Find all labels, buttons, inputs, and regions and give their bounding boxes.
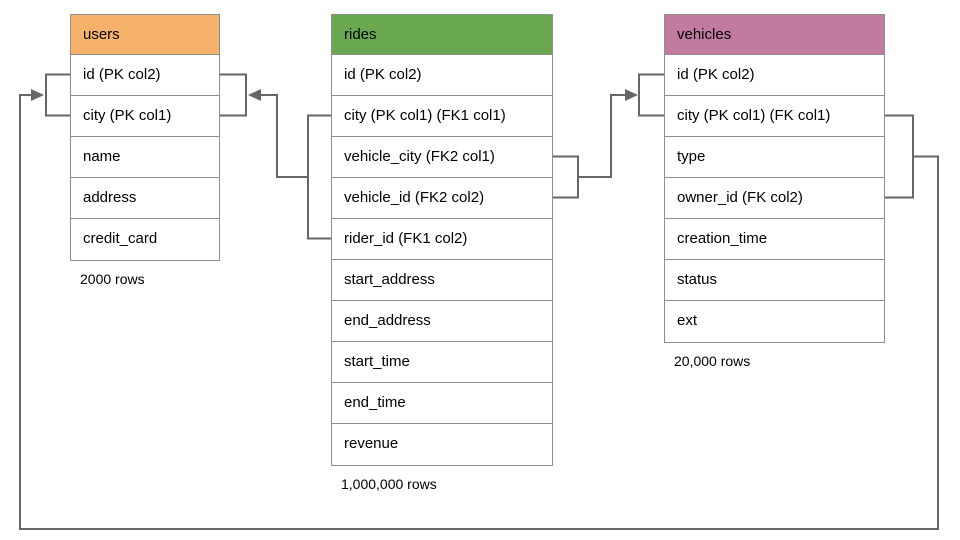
column-row: ext xyxy=(665,301,884,342)
vehicles-pk-bracket-left xyxy=(638,73,664,117)
column-row: id (PK col2) xyxy=(71,55,219,96)
column-row: creation_time xyxy=(665,219,884,260)
users-pk-bracket-left xyxy=(45,73,70,117)
column-row: end_address xyxy=(332,301,552,342)
column-row: address xyxy=(71,178,219,219)
users-pk-bracket-right xyxy=(220,73,247,117)
column-row: vehicle_id (FK2 col2) xyxy=(332,178,552,219)
column-row: type xyxy=(665,137,884,178)
fk-connector-rides-to-users xyxy=(220,73,331,240)
table-users-header: users xyxy=(71,15,219,55)
table-users-box: users id (PK col2) city (PK col1) name a… xyxy=(70,14,220,261)
column-row: revenue xyxy=(332,424,552,465)
table-rides-columns: id (PK col2) city (PK col1) (FK1 col1) v… xyxy=(332,55,552,465)
column-row: owner_id (FK col2) xyxy=(665,178,884,219)
table-rides: rides id (PK col2) city (PK col1) (FK1 c… xyxy=(331,14,553,492)
column-row: city (PK col1) (FK col1) xyxy=(665,96,884,137)
table-users: users id (PK col2) city (PK col1) name a… xyxy=(70,14,220,287)
table-rides-header: rides xyxy=(332,15,552,55)
table-rides-rowcount: 1,000,000 rows xyxy=(341,476,437,492)
column-row: credit_card xyxy=(71,219,219,260)
rides-fk2-bracket-right xyxy=(553,155,579,199)
table-vehicles-rowcount: 20,000 rows xyxy=(674,353,751,369)
arrowhead-left-icon xyxy=(248,89,261,101)
column-row: id (PK col2) xyxy=(332,55,552,96)
table-users-columns: id (PK col2) city (PK col1) name address… xyxy=(71,55,219,260)
table-vehicles-box: vehicles id (PK col2) city (PK col1) (FK… xyxy=(664,14,885,343)
arrowhead-right-icon xyxy=(625,89,638,101)
vehicles-fk-bracket-right xyxy=(885,114,914,199)
column-row: start_time xyxy=(332,342,552,383)
arrowhead-right-icon xyxy=(31,89,44,101)
column-row: start_address xyxy=(332,260,552,301)
column-row: rider_id (FK1 col2) xyxy=(332,219,552,260)
fk-connector-rides-to-vehicles xyxy=(553,73,664,199)
table-users-rowcount: 2000 rows xyxy=(80,271,145,287)
rides-to-vehicles-link xyxy=(578,94,626,178)
column-row: vehicle_city (FK2 col1) xyxy=(332,137,552,178)
column-row: name xyxy=(71,137,219,178)
table-vehicles: vehicles id (PK col2) city (PK col1) (FK… xyxy=(664,14,885,369)
rides-to-users-link xyxy=(260,94,308,178)
column-row: city (PK col1) xyxy=(71,96,219,137)
column-row: id (PK col2) xyxy=(665,55,884,96)
column-row: end_time xyxy=(332,383,552,424)
rides-fk1-bracket-left xyxy=(307,114,331,240)
table-rides-box: rides id (PK col2) city (PK col1) (FK1 c… xyxy=(331,14,553,466)
column-row: status xyxy=(665,260,884,301)
table-vehicles-columns: id (PK col2) city (PK col1) (FK col1) ty… xyxy=(665,55,884,342)
table-vehicles-header: vehicles xyxy=(665,15,884,55)
column-row: city (PK col1) (FK1 col1) xyxy=(332,96,552,137)
